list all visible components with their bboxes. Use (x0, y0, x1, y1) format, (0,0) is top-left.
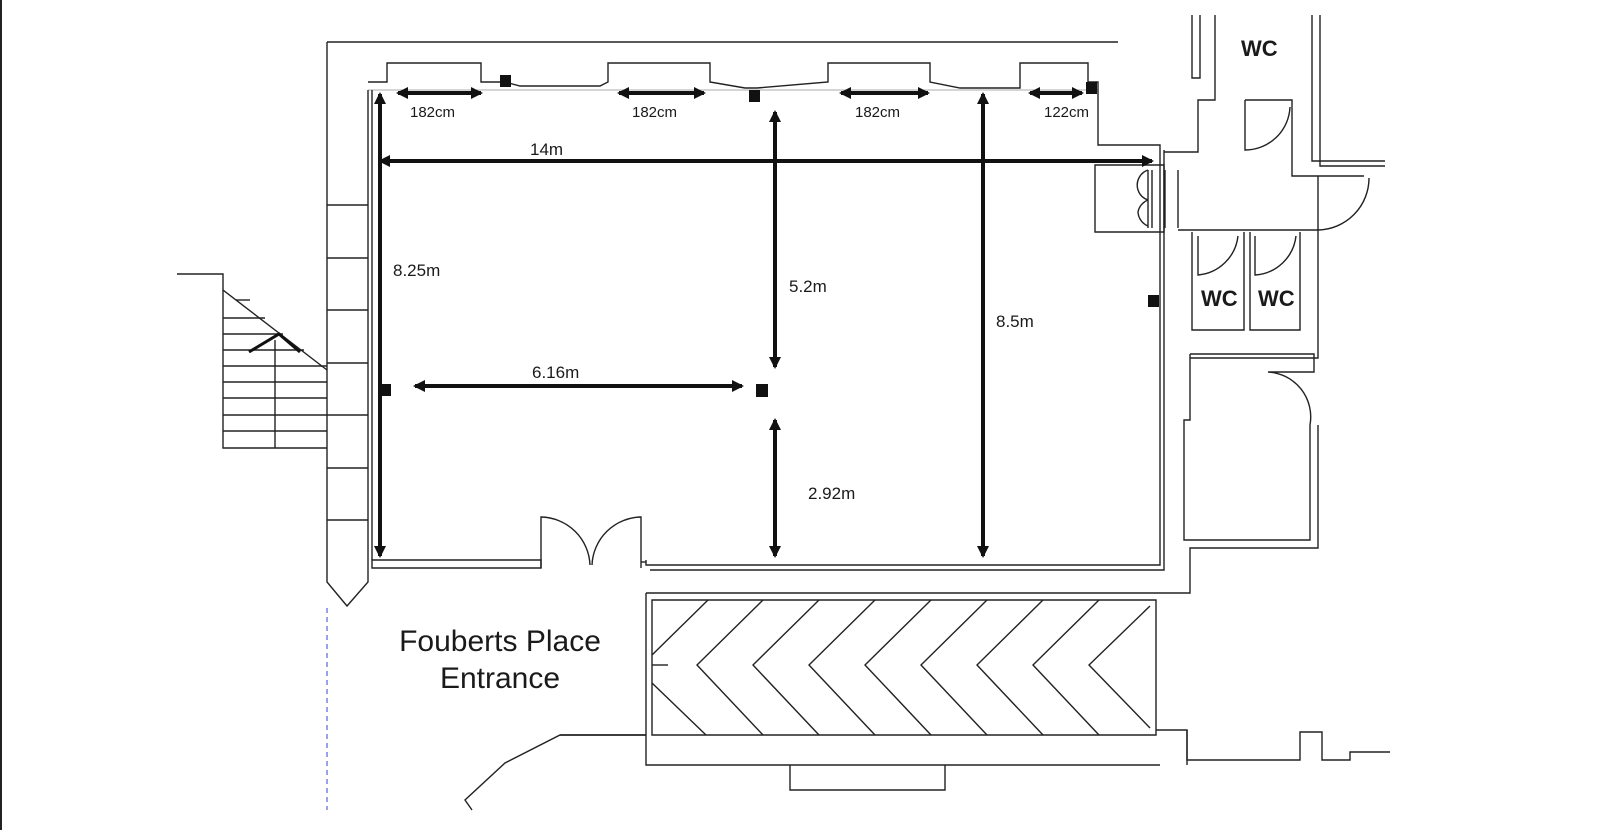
window-1-width: 182cm (410, 104, 455, 121)
ramp (464, 593, 1390, 811)
window-4-width: 122cm (1044, 104, 1089, 121)
column-center (756, 384, 768, 397)
room-walls (371, 150, 1165, 571)
column-right (1148, 295, 1159, 307)
columns (380, 75, 1159, 397)
wc-block (646, 15, 1385, 594)
dim-label-column-to-bottom: 2.92m (808, 484, 855, 503)
wc-label-top: WC (1241, 36, 1278, 61)
column-top-1 (500, 75, 511, 87)
outer-walls (326, 41, 1118, 608)
column-top-3 (1086, 82, 1097, 94)
top-wall (368, 62, 1161, 150)
inner-steps (1094, 164, 1179, 233)
dim-label-column-to-left: 6.16m (532, 363, 579, 382)
column-top-2 (749, 90, 760, 102)
dim-label-width-total: 14m (530, 140, 563, 159)
dim-label-height-right: 8.5m (996, 312, 1034, 331)
dim-label-column-to-top: 5.2m (789, 277, 827, 296)
wc-label-right: WC (1258, 286, 1295, 311)
external-staircase (177, 273, 328, 449)
entrance-label-line2: Entrance (440, 662, 560, 695)
entrance-label-line1: Fouberts Place (399, 625, 601, 658)
dim-label-height-left: 8.25m (393, 261, 440, 280)
window-2-width: 182cm (632, 104, 677, 121)
wc-label-left: WC (1201, 286, 1238, 311)
window-3-width: 182cm (855, 104, 900, 121)
